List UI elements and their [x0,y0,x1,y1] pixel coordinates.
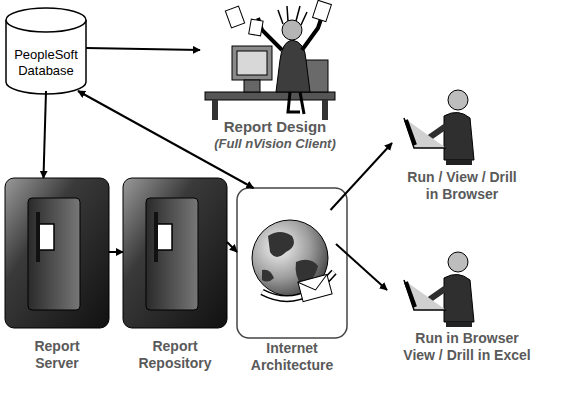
user-figure-part [446,160,472,165]
server-box-part [36,212,40,262]
designer-figure-part [288,92,304,114]
node-label: Run in Browser View / Drill in Excel [402,330,532,364]
designer-figure-part [225,6,244,28]
internet-node: Internet Architecture [237,188,347,376]
server-box-part [5,178,109,328]
user-figure-part [404,280,446,310]
server-box [5,178,109,328]
repository-box [123,178,227,328]
user-figure-part [446,322,472,327]
flow-arrow [86,48,200,50]
database-cylinder-part [6,8,86,32]
node-label: Internet Architecture [246,340,338,374]
repository-box-part [156,224,172,250]
node-label: Report Design [224,118,327,136]
designer-figure-part [244,80,260,92]
repository-box-part [123,178,227,328]
designer-figure [205,0,335,120]
designer-figure-part [258,16,322,50]
designer-figure-part [232,46,272,80]
user-figure-part [448,90,468,110]
internet-box-part [298,274,330,293]
node-label: Report Repository [130,338,220,372]
designer-figure-part [322,100,328,120]
designer-figure-part [313,0,332,21]
designer-figure-part [282,20,302,40]
node-sublabel: (Full nVision Client) [214,136,336,152]
internet-box-part [298,274,332,301]
internet-box-part [237,188,347,338]
designer-figure-part [249,19,263,36]
designer-figure-part [237,51,267,75]
database-cylinder [6,8,86,94]
repository-box-part [146,198,198,310]
user-figure-part [444,112,474,160]
internet-box [237,188,347,338]
user-figure-part [448,252,468,272]
flow-arrow [331,143,393,210]
designer-figure-part [212,100,218,120]
designer-node: Report Design(Full nVision Client) [200,0,350,154]
flow-arrow [336,244,387,290]
flow-arrow [109,251,123,253]
node-label: PeopleSoft Database [11,47,81,78]
repository-node: Report Repository [123,178,227,374]
server-box-part [38,224,54,250]
user-figure [404,90,474,165]
database-node: PeopleSoft Database [6,20,86,92]
flow-arrow [43,91,46,178]
user-figure-part [406,120,415,145]
node-label: Run / View / Drill in Browser [400,169,525,203]
user-node: Run / View / Drill in Browser [392,85,532,205]
user-figure-part [404,118,446,148]
user-figure-part [444,274,474,322]
user-figure [404,252,474,327]
internet-box-part [268,232,294,257]
repository-box-part [154,212,158,262]
user-node: Run in Browser View / Drill in Excel [387,248,547,366]
user-figure-part [406,282,415,307]
server-node: Report Server [5,178,109,374]
designer-figure-part [205,92,335,100]
designer-figure-part [278,6,307,25]
server-box-part [28,198,80,310]
node-label: Report Server [21,338,93,372]
internet-box-part [262,270,274,282]
flow-arrow [227,242,237,252]
